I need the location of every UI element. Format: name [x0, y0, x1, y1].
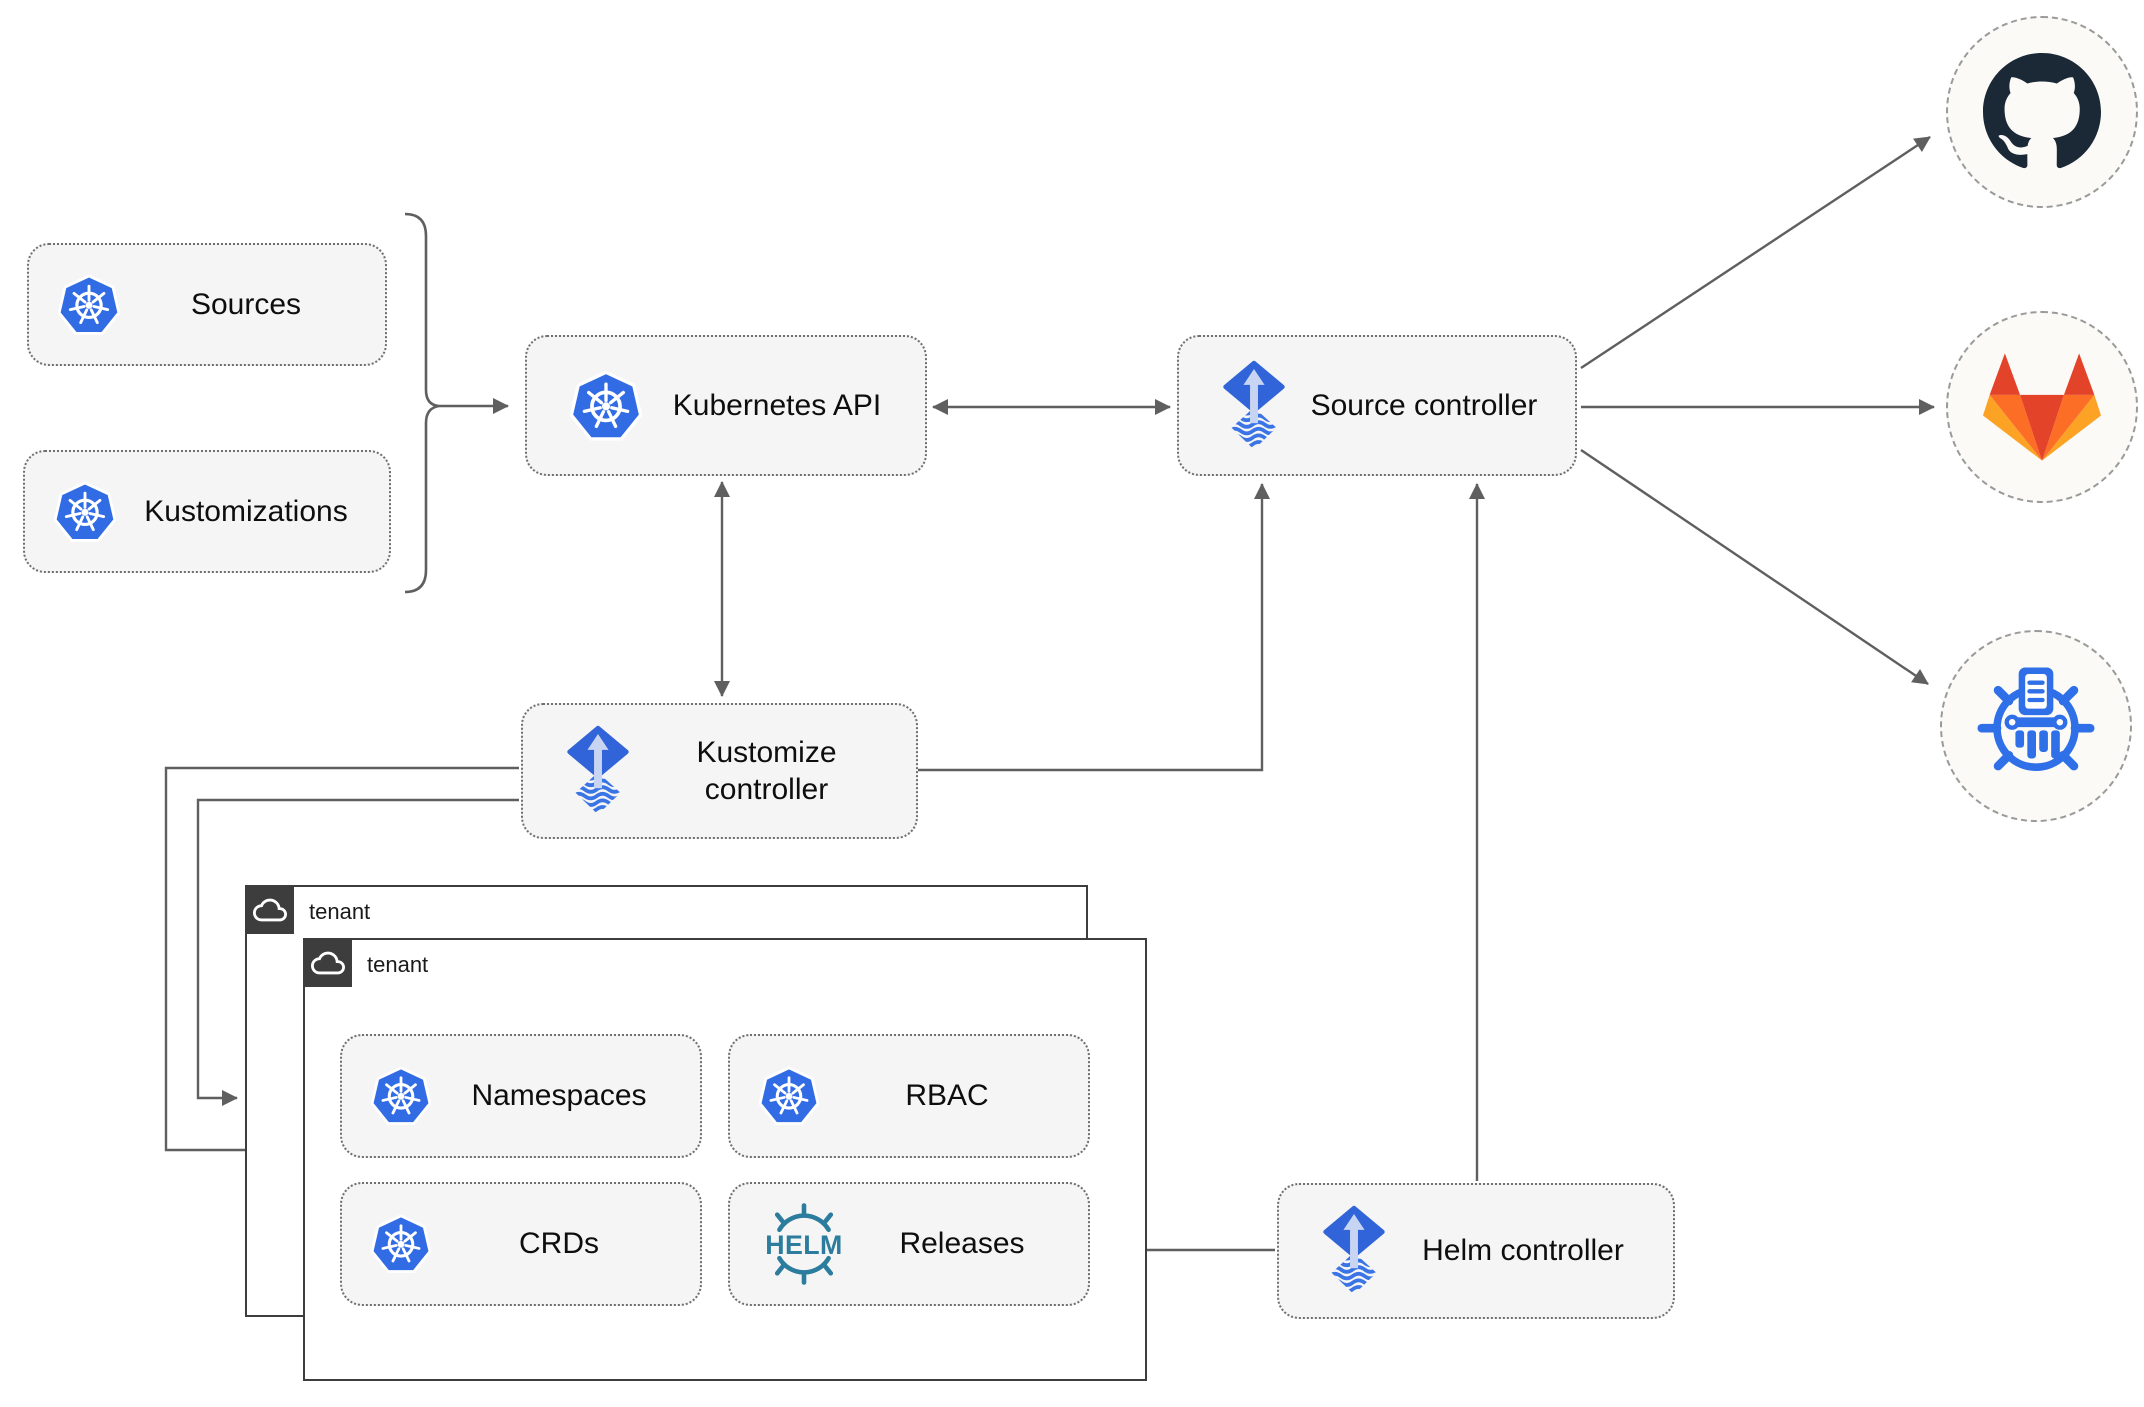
endpoint-kustomize-registry: [1940, 630, 2132, 822]
flux-icon: [565, 722, 631, 820]
node-label: RBAC: [905, 1079, 989, 1113]
kubernetes-icon: [569, 370, 643, 442]
flux-icon: [1221, 357, 1287, 455]
node-label: Source controller: [1310, 388, 1538, 422]
node-label: Kustomizations: [144, 494, 348, 528]
endpoint-gitlab: [1946, 311, 2138, 503]
node-label: Sources: [190, 287, 302, 321]
edge-sourcectl-registry: [1580, 449, 1929, 685]
cloud-icon: [310, 951, 345, 974]
node-label: Kustomize controller: [696, 735, 837, 807]
group-brace: [404, 212, 440, 594]
tenant-label: tenant: [309, 899, 371, 924]
node-kubernetes-api: Kubernetes API: [525, 335, 927, 476]
cloud-icon: [252, 898, 287, 921]
kubernetes-icon: [53, 480, 117, 543]
edge-sourcectl-github: [1580, 135, 1931, 370]
kubernetes-icon: [370, 1214, 432, 1274]
tenant-label: tenant: [367, 952, 429, 977]
node-helm-controller: Helm controller: [1277, 1183, 1675, 1319]
tenant-tab: [245, 885, 294, 934]
node-kustomize-controller: Kustomize controller: [521, 703, 918, 839]
node-label: CRDs: [519, 1227, 599, 1261]
tenant-box-front: tenant: [303, 938, 1147, 1381]
node-source-controller: Source controller: [1177, 335, 1577, 476]
kustomize-wheel-icon: [1977, 667, 2095, 771]
node-kustomizations: Kustomizations: [23, 450, 391, 573]
svg-text:HELM: HELM: [765, 1230, 842, 1260]
node-label: Helm controller: [1422, 1234, 1624, 1268]
endpoint-github: [1946, 16, 2138, 208]
flux-icon: [1321, 1202, 1387, 1300]
helm-wheel-icon: HELM: [758, 1202, 850, 1286]
edge-kustomizectl-tenant-front: [164, 766, 519, 1158]
node-label: Namespaces: [471, 1079, 647, 1113]
github-icon: [1983, 53, 2101, 169]
node-label: Releases: [899, 1227, 1025, 1261]
kubernetes-icon: [370, 1066, 432, 1126]
node-rbac: RBAC: [728, 1034, 1090, 1158]
kubernetes-icon: [758, 1066, 820, 1126]
tenant-tab: [303, 938, 352, 987]
node-crds: CRDs: [340, 1182, 702, 1306]
node-namespaces: Namespaces: [340, 1034, 702, 1158]
node-label: Kubernetes API: [672, 388, 882, 422]
gitlab-icon: [1982, 353, 2102, 461]
node-sources: Sources: [27, 243, 387, 366]
kubernetes-icon: [57, 273, 121, 336]
edge-kustomizectl-sourcectl: [918, 483, 1270, 772]
node-releases: HELM Releases: [728, 1182, 1090, 1306]
edge-kustomizectl-tenant-back: [196, 798, 519, 1106]
